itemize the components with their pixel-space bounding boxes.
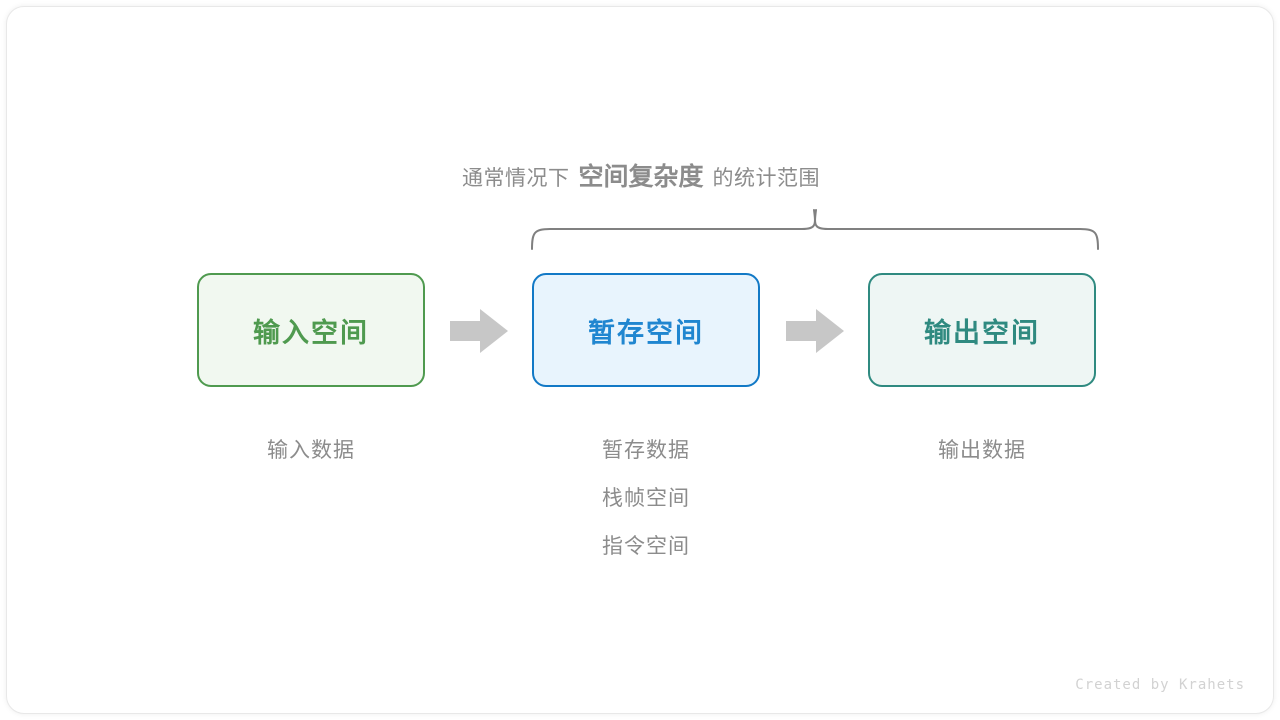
caption-emphasis: 空间复杂度 (578, 163, 704, 191)
sublabels-output: 输出数据 (868, 427, 1096, 475)
stage-box-input-label: 输入空间 (253, 317, 369, 348)
sublabel: 暂存数据 (602, 439, 690, 462)
diagram-caption: 通常情况下空间复杂度的统计范围 (7, 157, 1273, 193)
arrow-right-icon (450, 309, 508, 353)
stage-box-output-label: 输出空间 (924, 317, 1040, 348)
stage-box-input[interactable]: 输入空间 (197, 273, 425, 387)
diagram-canvas: 通常情况下空间复杂度的统计范围 输入空间 暂存空间 输出空间 输入数据 暂存数据… (6, 6, 1274, 714)
sublabel: 栈帧空间 (602, 487, 690, 510)
sublabel: 指令空间 (602, 535, 690, 558)
watermark: Created by Krahets (1075, 677, 1245, 693)
caption-suffix: 的统计范围 (712, 167, 820, 190)
sublabels-temp: 暂存数据 栈帧空间 指令空间 (532, 427, 760, 571)
sublabel: 输入数据 (267, 439, 355, 462)
curly-brace-icon (531, 209, 1099, 250)
sublabels-input: 输入数据 (197, 427, 425, 475)
sublabel: 输出数据 (938, 439, 1026, 462)
caption-prefix: 通常情况下 (461, 167, 570, 190)
stage-box-temp[interactable]: 暂存空间 (532, 273, 760, 387)
arrow-right-icon (786, 309, 844, 353)
stage-box-temp-label: 暂存空间 (588, 317, 704, 348)
stage-box-output[interactable]: 输出空间 (868, 273, 1096, 387)
